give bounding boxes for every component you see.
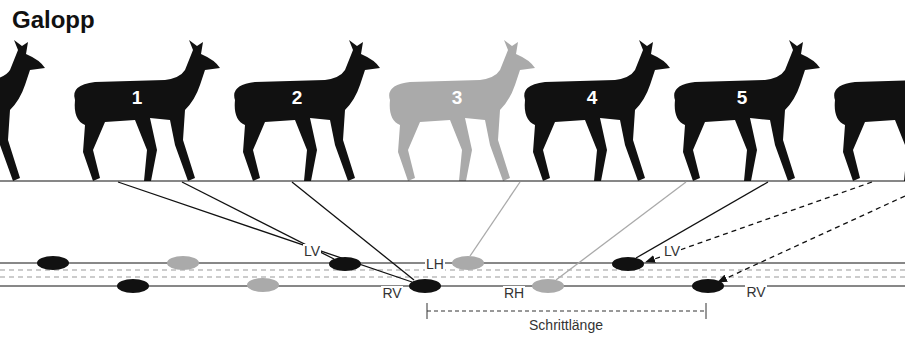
deer-silhouettes [0, 40, 905, 181]
foot-label: LV [663, 244, 681, 258]
callout-number: 3 [452, 88, 463, 107]
foot-label: LH [425, 257, 445, 271]
diagram-title: Galopp [12, 8, 95, 32]
foot-label: RV [381, 286, 402, 300]
foot-label: LV [303, 244, 321, 258]
callout-number: 2 [292, 88, 303, 107]
foot-label: RV [745, 285, 766, 299]
callout-number: 4 [587, 88, 598, 107]
callout-number: 5 [737, 88, 748, 107]
callout-number: 1 [132, 88, 143, 107]
foot-label: RH [503, 286, 525, 300]
dimension-label: Schrittlänge [527, 318, 605, 332]
